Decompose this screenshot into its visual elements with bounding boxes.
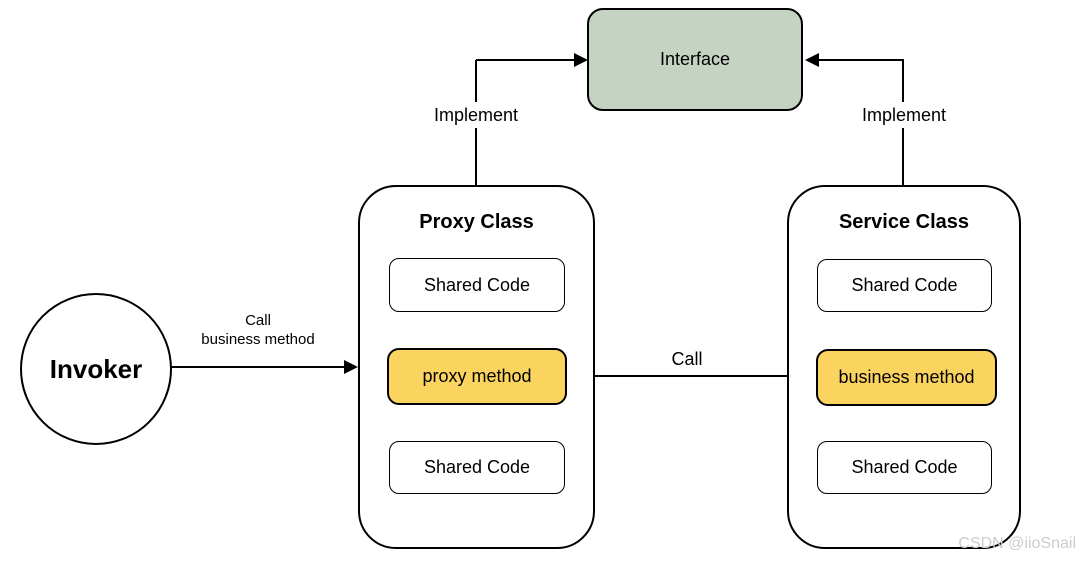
- implement-left-edge-horizontal: [476, 59, 576, 61]
- service-class-title: Service Class: [838, 211, 970, 233]
- arrowhead-into-proxy-class: [344, 360, 358, 374]
- service-shared-code-bottom: Shared Code: [817, 441, 992, 494]
- arrowhead-into-interface-right: [805, 53, 819, 67]
- implement-left-label: Implement: [416, 102, 536, 128]
- implement-right-edge-horizontal: [818, 59, 904, 61]
- invoker-call-label-line2: business method: [201, 331, 315, 348]
- interface-label: Interface: [659, 49, 731, 69]
- proxy-class-title: Proxy Class: [419, 211, 534, 233]
- invoker-label: Invoker: [49, 353, 143, 384]
- invoker-call-edge: [171, 366, 346, 368]
- watermark: CSDN @iioSnail: [958, 535, 1076, 552]
- business-method-box: business method: [816, 349, 997, 406]
- proxy-shared-code-bottom: Shared Code: [389, 441, 565, 494]
- interface-node: Interface: [587, 8, 803, 111]
- proxy-to-service-call-edge: [567, 375, 787, 377]
- arrowhead-into-interface-left: [574, 53, 588, 67]
- proxy-method-box: proxy method: [387, 348, 567, 405]
- proxy-to-service-call-label: Call: [671, 349, 703, 369]
- invoker-call-label-line1: Call: [245, 312, 271, 329]
- invoker-node: Invoker: [20, 293, 172, 445]
- service-shared-code-top: Shared Code: [817, 259, 992, 312]
- invoker-call-label: Call business method: [180, 311, 336, 349]
- proxy-shared-code-top: Shared Code: [389, 258, 565, 312]
- implement-right-label: Implement: [844, 102, 964, 128]
